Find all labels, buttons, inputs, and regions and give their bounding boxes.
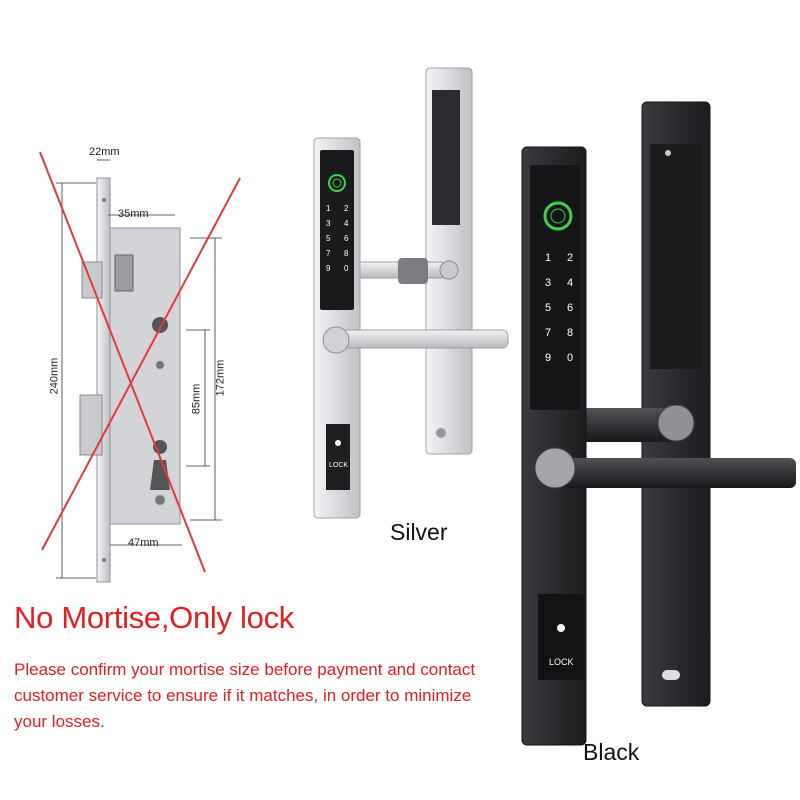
silver-variant-label: Silver [390, 519, 448, 545]
keypad-key: 8 [567, 327, 573, 339]
keypad-key: 4 [344, 219, 349, 228]
black-variant-label: Black [583, 739, 640, 765]
keypad-key: 6 [344, 234, 349, 243]
mortise-dimension-lines [56, 159, 222, 579]
keypad-key: 2 [344, 204, 349, 213]
dim-85-label: 85mm [190, 383, 203, 415]
keypad-key: 2 [567, 252, 573, 264]
silver-lock [313, 67, 509, 519]
keypad-key: 7 [326, 249, 331, 258]
warning-title: No Mortise,Only lock [14, 600, 294, 635]
black-keypad: 1 2 3 4 5 6 7 8 9 0 [545, 252, 573, 364]
keypad-key: 5 [326, 234, 331, 243]
mortise-body [79, 177, 181, 583]
keypad-key: 1 [545, 252, 551, 264]
keypad-key: 5 [545, 302, 551, 314]
dim-172-label: 172mm [214, 359, 227, 397]
silver-keypad: 1 2 3 4 5 6 7 8 9 0 [326, 204, 349, 273]
black-lock-text: LOCK [549, 657, 574, 667]
keypad-key: 9 [326, 264, 331, 273]
keypad-key: 4 [567, 277, 573, 289]
keypad-key: 0 [344, 264, 349, 273]
keypad-key: 3 [545, 277, 551, 289]
keypad-key: 6 [567, 302, 573, 314]
keypad-key: 9 [545, 352, 551, 364]
silver-lock-text: LOCK [329, 462, 349, 469]
dim-height-label: 240mm [48, 357, 61, 395]
red-cross-icon [39, 151, 241, 573]
keypad-key: 7 [545, 327, 551, 339]
keypad-key: 3 [326, 219, 331, 228]
keypad-key: 0 [567, 352, 573, 364]
warning-body: Please confirm your mortise size before … [14, 660, 476, 731]
dim-bottom-label: 47mm [128, 537, 159, 549]
dim-top-label: 22mm [89, 146, 120, 158]
keypad-key: 1 [326, 204, 331, 213]
dim-backset-label: 35mm [118, 208, 149, 220]
black-lock [521, 101, 796, 746]
keypad-key: 8 [344, 249, 349, 258]
